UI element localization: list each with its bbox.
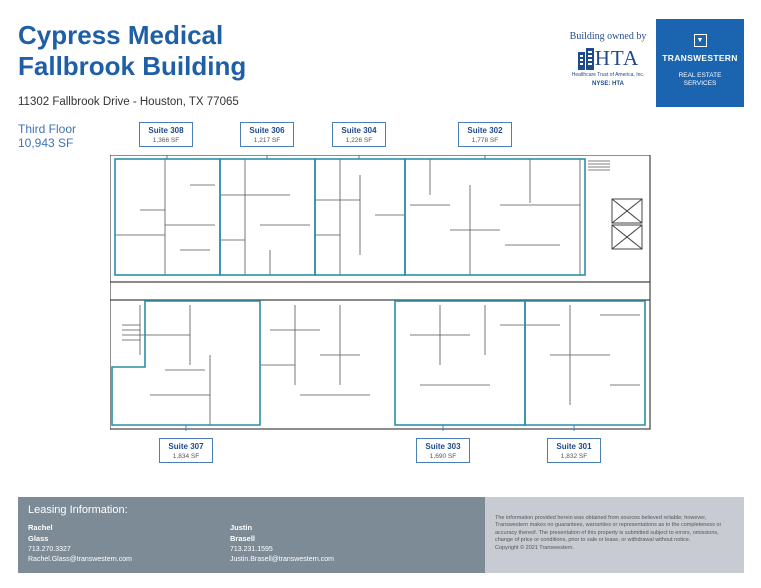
suite-label-leaders [166,155,575,431]
owner-block: Building owned by HTA Healthcare Trust o… [560,31,656,87]
suite-name: Suite 308 [148,126,184,135]
contact-first-name: Justin [230,523,253,532]
leasing-heading: Leasing Information: [28,504,128,516]
suite-name: Suite 304 [341,126,377,135]
transwestern-services: REAL ESTATE SERVICES [656,72,744,88]
suite-name: Suite 306 [249,126,285,135]
contact-last-name: Glass [28,534,49,543]
suite-size: 1,834 SF [172,453,200,460]
hta-logo-text: HTA [594,46,640,70]
transwestern-mark-icon: ▼ [693,34,707,47]
contact-email[interactable]: Rachel.Glass@transwestern.com [28,556,132,563]
address: 11302 Fallbrook Drive - Houston, TX 7706… [18,96,239,108]
disclaimer: The information provided herein was obta… [485,497,744,573]
interior-walls [115,159,640,425]
transwestern-name: TRANSWESTERN [662,53,738,63]
suite-name: Suite 301 [556,442,592,451]
suite-size: 1,226 SF [345,137,373,144]
suite-name: Suite 302 [467,126,503,135]
suite-outlines [111,158,646,426]
building-title: Cypress Medical Fallbrook Building [18,20,246,82]
services-line-2: SERVICES [683,80,717,87]
suite-name: Suite 307 [168,442,204,451]
stairs [122,160,610,341]
copyright: Copyright © 2021 Transwestern. [495,544,574,551]
floor-name: Third Floor [18,122,77,136]
services-line-1: REAL ESTATE [678,72,722,79]
contact-card: Justin Brasell 713.231.1595 Justin.Brase… [230,523,334,565]
leasing-footer: Leasing Information: Rachel Glass 713.27… [18,497,744,573]
suite-label-306: Suite 306 1,217 SF [240,122,294,147]
owner-caption: Building owned by [569,31,647,42]
contact-phone[interactable]: 713.231.1595 [230,546,273,553]
contact-last-name: Brasell [230,534,256,543]
elevators [611,198,643,250]
building-outline [110,155,651,430]
suite-size: 1,217 SF [253,137,281,144]
contact-card: Rachel Glass 713.270.3327 Rachel.Glass@t… [28,523,132,565]
building-icon [577,47,594,70]
disclaimer-line: change of price or conditions, prior to … [495,537,691,544]
suite-label-304: Suite 304 1,226 SF [332,122,386,147]
suite-label-307: Suite 307 1,834 SF [159,438,213,463]
floor-area: 10,943 SF [18,136,74,150]
title-line-1: Cypress Medical [18,20,224,50]
suite-size: 1,832 SF [560,453,588,460]
transwestern-logo: ▼ TRANSWESTERN REAL ESTATE SERVICES [656,19,744,107]
suite-size: 1,778 SF [471,137,499,144]
hta-ticker: NYSE: HTA [592,81,624,87]
disclaimer-line: The information provided herein was obta… [495,515,707,521]
suite-size: 1,366 SF [152,137,180,144]
contact-phone[interactable]: 713.270.3327 [28,546,71,553]
suite-size: 1,690 SF [429,453,457,460]
title-line-2: Fallbrook Building [18,51,247,81]
suite-label-302: Suite 302 1,778 SF [458,122,512,147]
disclaimer-line: Transwestern makes no guarantees, warran… [495,522,722,529]
suite-label-303: Suite 303 1,690 SF [416,438,470,463]
suite-name: Suite 303 [425,442,461,451]
contact-email[interactable]: Justin.Brasell@transwestern.com [230,556,334,563]
suite-label-308: Suite 308 1,366 SF [139,122,193,147]
disclaimer-line: accuracy thereof. The presentation of th… [495,529,719,536]
hta-logo: HTA [560,46,656,71]
contact-first-name: Rachel [28,523,53,532]
floor-plan [110,155,651,431]
suite-label-301: Suite 301 1,832 SF [547,438,601,463]
hta-subtitle: Healthcare Trust of America, Inc. [571,72,645,78]
floor-info: Third Floor 10,943 SF [18,122,76,150]
